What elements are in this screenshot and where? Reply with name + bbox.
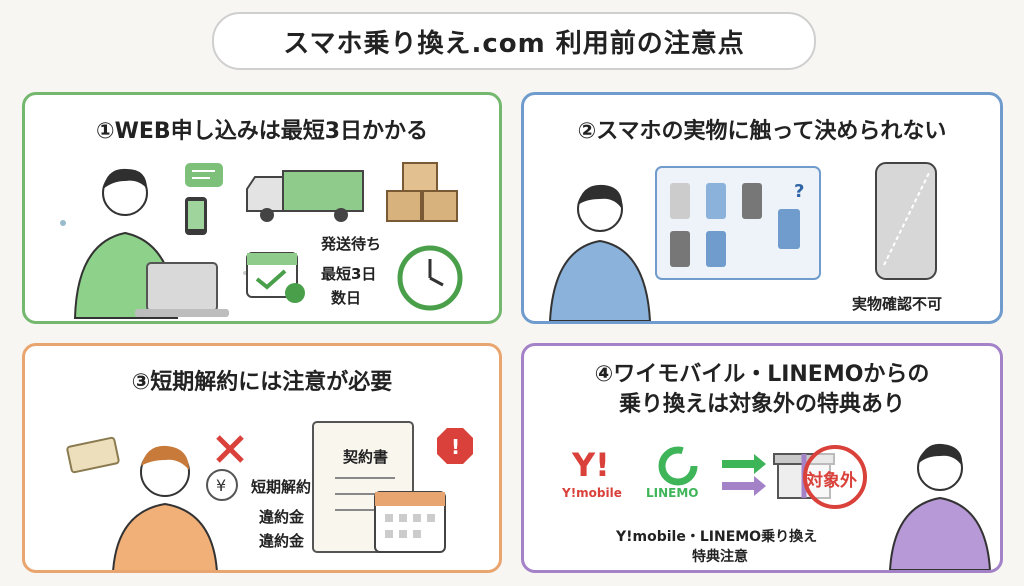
smartphone-hand-icon	[875, 162, 937, 280]
no-physical-check-label: 実物確認不可	[852, 295, 943, 313]
excluded-label: 対象外	[806, 471, 857, 491]
card-title-line: 乗り換えは対象外の特典あり	[618, 392, 905, 417]
arrows-icon	[722, 454, 766, 496]
card-no-physical-check: ②スマホの実物に触って決められない ? 実物確認不可	[521, 92, 1003, 324]
card-title: ②スマホの実物に触って決められない	[577, 119, 947, 144]
person-laptop-illustration	[60, 163, 247, 319]
svg-text:!: !	[451, 435, 460, 459]
svg-text:?: ?	[794, 181, 804, 202]
linemo-label: LINEMO	[646, 486, 699, 500]
card-title: ③短期解約には注意が必要	[131, 370, 393, 395]
card-title: ④ワイモバイル・LINEMOからの 乗り換えは対象外の特典あり	[524, 360, 1000, 420]
svg-text:¥: ¥	[216, 476, 226, 495]
card-title-line: ④ワイモバイル・LINEMOからの	[594, 362, 930, 387]
ymobile-logo: Y!	[572, 446, 610, 484]
excluded-stamp	[803, 445, 867, 509]
note-line: Y!mobile・LINEMO乗り換え	[616, 529, 818, 545]
boxes-icon	[386, 162, 458, 222]
yen-coin-icon: ¥	[206, 469, 238, 501]
card-title: ①WEB申し込みは最短3日かかる	[96, 119, 428, 144]
page-title: スマホ乗り換え.com 利用前の注意点	[212, 12, 816, 70]
money-warning-icon	[66, 436, 120, 474]
worried-person-illustration	[112, 445, 218, 570]
short-cancel-label: 短期解約	[251, 478, 312, 496]
close-icon	[216, 435, 244, 463]
card-early-cancellation: ③短期解約には注意が必要 ¥ 契約書 短期解約 違約金 違約金 !	[22, 343, 502, 573]
contract-label: 契約書	[343, 448, 389, 466]
penalty-label: 違約金	[259, 508, 305, 526]
clock-icon	[397, 245, 463, 311]
waiting-label: 発送待ち	[321, 235, 382, 253]
card-excluded-benefits: ④ワイモバイル・LINEMOからの 乗り換えは対象外の特典あり Y! Y!mob…	[521, 343, 1003, 573]
worried-person-illustration	[888, 443, 992, 570]
note-line: 特典注意	[692, 549, 748, 565]
card-web-application: ①WEB申し込みは最短3日かかる 発送待ち 最短3日 数日	[22, 92, 502, 324]
calendar-check-icon	[246, 252, 305, 303]
person-thinking-illustration	[548, 184, 652, 321]
phone-selection-screen: ?	[655, 166, 821, 280]
warning-icon: !	[437, 428, 473, 464]
days-label: 数日	[331, 289, 362, 307]
penalty-label: 違約金	[259, 532, 305, 550]
ymobile-label: Y!mobile	[562, 486, 622, 500]
delivery-truck-icon	[246, 170, 364, 222]
linemo-logo-icon	[658, 446, 698, 486]
shortest-label: 最短3日	[321, 265, 377, 283]
calendar-icon	[374, 491, 446, 553]
